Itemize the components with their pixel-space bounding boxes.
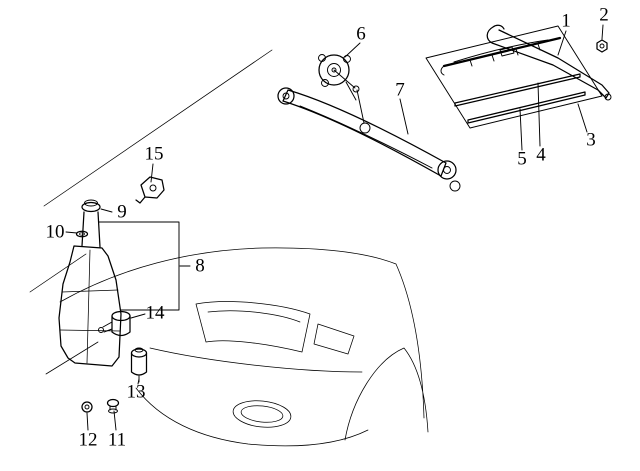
callout-7: 7	[395, 79, 405, 101]
car-hood-and-fender	[59, 247, 429, 447]
blade-spine	[442, 36, 562, 68]
callout-3: 3	[586, 129, 596, 151]
reservoir-callout-bracket	[98, 221, 180, 311]
callout-2: 2	[599, 4, 609, 26]
callout-13: 13	[126, 381, 146, 403]
wiper-arm-nut	[596, 39, 608, 53]
motor-shaft	[331, 67, 337, 73]
callout-9: 9	[117, 201, 127, 223]
linkage-right-link	[449, 180, 461, 192]
wiper-arm	[486, 24, 612, 101]
motor-ear-2	[343, 55, 351, 63]
motor-hub	[327, 63, 341, 77]
motor-ear-1	[318, 54, 326, 62]
grommet12-inner	[84, 404, 90, 410]
washer-pump-upper	[98, 310, 131, 337]
callout-1: 1	[561, 10, 571, 32]
callout-6: 6	[356, 23, 366, 45]
nut-hex	[596, 39, 608, 53]
wiper-arm-pivot	[604, 93, 612, 101]
pump14-outlet	[98, 327, 104, 333]
grommet11-base	[108, 408, 118, 414]
pump14-nozzle	[102, 321, 113, 333]
reservoir-tank	[58, 245, 122, 367]
callout-11: 11	[107, 429, 127, 451]
linkage-center-joint	[359, 122, 371, 134]
wiper-arm-body	[486, 24, 610, 99]
washer-reservoir	[58, 211, 122, 367]
callout-4: 4	[536, 144, 546, 166]
mount-bracket	[135, 176, 165, 204]
ring-inner	[79, 232, 85, 236]
wiper-linkage	[277, 87, 461, 192]
car-body-outline	[29, 49, 429, 447]
callout-10: 10	[45, 221, 65, 243]
bracket-body	[135, 176, 165, 204]
callout-5: 5	[517, 148, 527, 170]
pump13-body	[130, 352, 148, 376]
blade-inserts	[454, 73, 586, 124]
ring-outer	[75, 230, 89, 238]
callout-15: 15	[144, 143, 164, 165]
linkage-right-pivot-hub	[443, 166, 451, 174]
car-headlight	[195, 301, 311, 353]
car-turn-signal	[313, 323, 355, 355]
linkage-left-pivot	[277, 87, 295, 105]
callout-12: 12	[78, 429, 98, 451]
car-fog-light-inner	[240, 405, 284, 423]
linkage-cross-rod	[299, 89, 433, 169]
car-fog-light	[232, 400, 292, 428]
motor-crank	[333, 69, 357, 101]
nut-center	[599, 43, 605, 49]
pump13-top	[130, 348, 148, 358]
car-cowl-line	[29, 49, 273, 375]
motor-housing	[318, 54, 350, 86]
linkage-right-pivot	[437, 160, 457, 180]
callout-8: 8	[195, 255, 205, 277]
blade-insert-upper	[454, 73, 581, 107]
wiper-motor	[318, 54, 360, 101]
grommet-left	[81, 401, 93, 413]
reservoir-tank-detail	[59, 249, 121, 364]
motor-crank-pin	[352, 85, 360, 93]
grommet-right	[106, 398, 120, 414]
washer-pump-lower	[130, 347, 148, 383]
linkage-left-pivot-hub	[282, 92, 290, 100]
blade-frame	[440, 39, 549, 76]
grommet11-head	[106, 398, 120, 408]
callout-14: 14	[145, 302, 165, 324]
wiper-blade-assembly	[440, 36, 562, 76]
reservoir-ring	[75, 230, 89, 238]
motor-ear-3	[321, 79, 329, 87]
grommet12-outer	[81, 401, 93, 413]
reservoir-cap	[81, 199, 101, 213]
blade-insert-lower	[467, 91, 586, 124]
reservoir-filler-neck	[81, 211, 101, 248]
callout-leader-lines	[65, 24, 604, 431]
cap-top	[84, 199, 98, 207]
bracket-hole	[149, 184, 157, 192]
pump13-cap	[134, 347, 144, 353]
cap-base	[81, 201, 101, 213]
